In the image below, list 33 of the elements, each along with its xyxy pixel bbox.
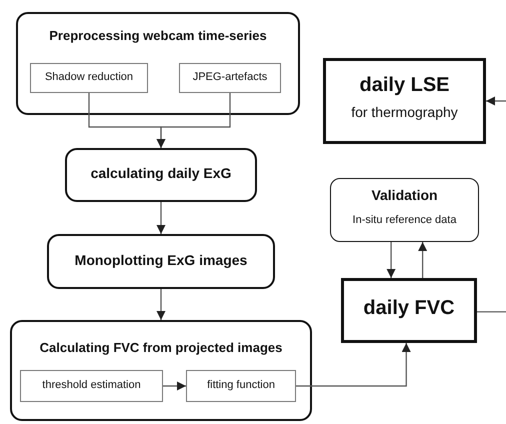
node-title: Monoplotting ExG images	[74, 252, 248, 268]
arrow	[418, 242, 428, 278]
arrow	[156, 93, 231, 148]
process-box	[47, 234, 275, 289]
output-box	[323, 58, 486, 144]
validation-box	[330, 178, 479, 242]
step-box	[20, 370, 163, 402]
node-title: Validation	[370, 186, 439, 202]
node-title: Calculating FVC from projected images	[38, 340, 284, 355]
connector-line	[477, 311, 506, 312]
node-title: Preprocessing webcam time-series	[48, 28, 268, 43]
process-group-box	[10, 320, 312, 421]
step-box	[186, 370, 296, 402]
output-box	[341, 278, 477, 343]
node-title: fitting function	[206, 379, 276, 391]
process-box	[65, 148, 257, 202]
node-title: Shadow reduction	[44, 71, 134, 83]
node-title: threshold estimation	[41, 379, 142, 391]
arrow	[163, 382, 186, 390]
arrow	[156, 202, 166, 234]
node-title: JPEG-artefacts	[192, 71, 268, 83]
process-group-box	[16, 12, 300, 115]
step-box	[179, 63, 281, 93]
node-title: daily LSE	[358, 74, 451, 97]
node-subtitle: In-situ reference data	[352, 214, 458, 226]
node-title: calculating daily ExG	[90, 165, 232, 181]
arrow	[296, 343, 411, 387]
step-box	[30, 63, 148, 93]
arrow	[386, 242, 396, 278]
node-title: daily FVC	[362, 297, 456, 320]
node-subtitle: for thermography	[350, 104, 459, 120]
arrow	[156, 289, 166, 320]
arrow	[486, 96, 506, 106]
